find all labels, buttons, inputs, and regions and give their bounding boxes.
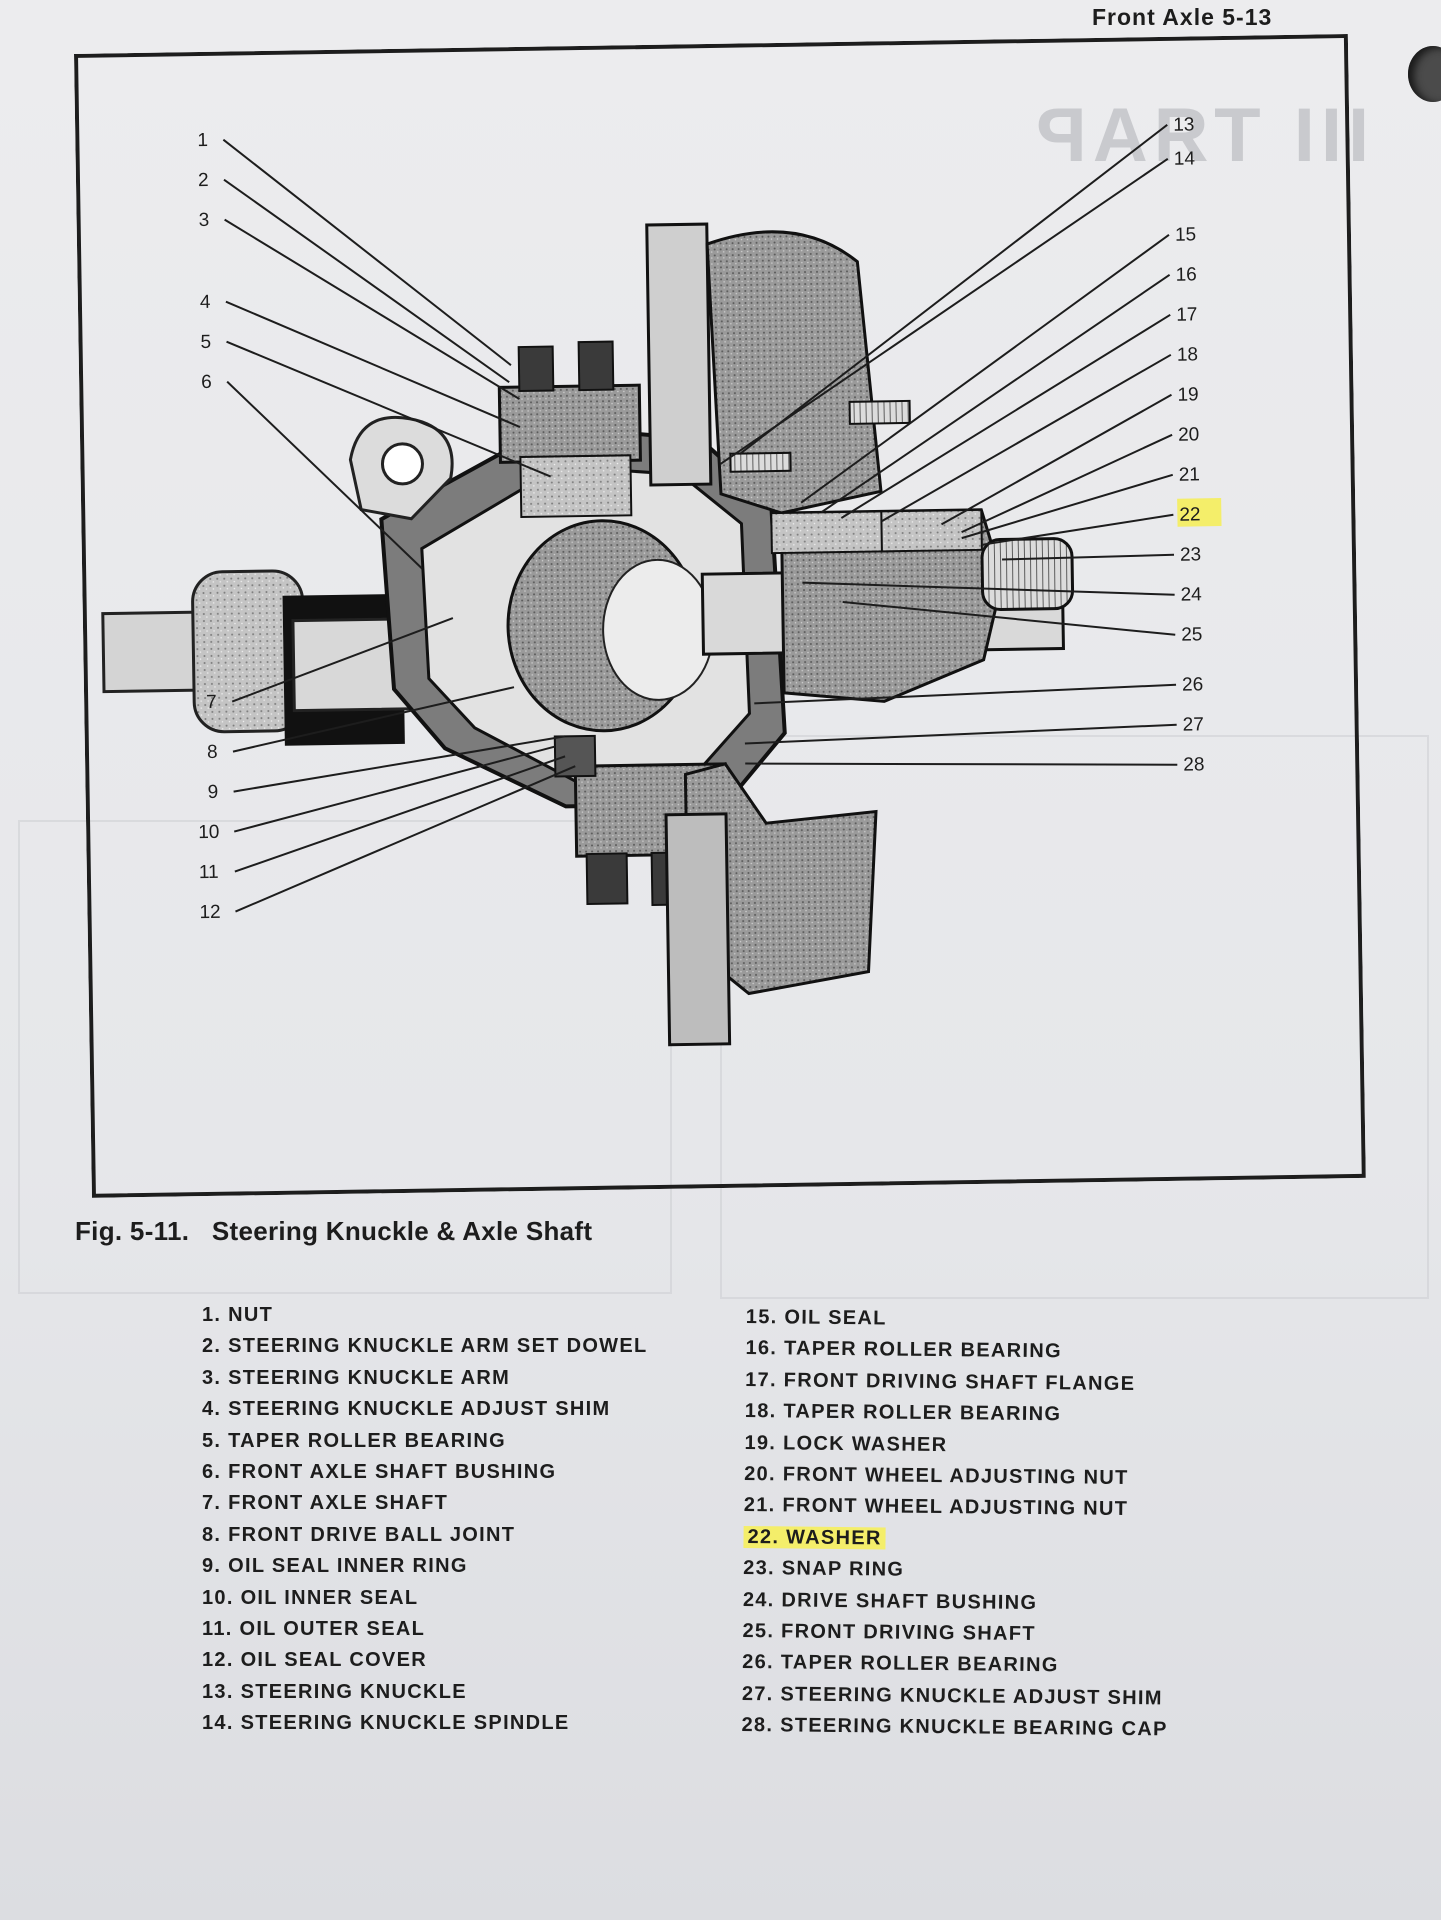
callout-4: 4 xyxy=(200,292,211,313)
assembly-drawing xyxy=(101,222,1075,1047)
parts-list-item: 26. TAPER ROLLER BEARING xyxy=(742,1651,1059,1677)
parts-list-item: 13. STEERING KNUCKLE xyxy=(202,1680,467,1703)
parts-list-item: 14. STEERING KNUCKLE SPINDLE xyxy=(202,1712,570,1735)
parts-list-item: 2. STEERING KNUCKLE ARM SET DOWEL xyxy=(202,1335,648,1358)
callout-10: 10 xyxy=(198,822,219,843)
parts-list-item: 4. STEERING KNUCKLE ADJUST SHIM xyxy=(202,1398,611,1421)
parts-list-item: 24. DRIVE SHAFT BUSHING xyxy=(742,1588,1038,1614)
callout-25: 25 xyxy=(1181,624,1202,645)
parts-list-item: 8. FRONT DRIVE BALL JOINT xyxy=(202,1523,516,1546)
parts-list-item: 19. LOCK WASHER xyxy=(744,1431,948,1456)
callout-17: 17 xyxy=(1176,304,1197,325)
callout-22: 22 xyxy=(1179,504,1200,525)
parts-list-item: 3. STEERING KNUCKLE ARM xyxy=(202,1366,511,1389)
parts-list-item: 12. OIL SEAL COVER xyxy=(202,1649,427,1672)
inner-hub-bearing xyxy=(770,510,893,555)
callout-27: 27 xyxy=(1183,714,1204,735)
callout-18: 18 xyxy=(1177,344,1198,365)
parts-list-item-highlighted: 22. WASHER xyxy=(743,1522,1169,1558)
parts-list-item: 17. FRONT DRIVING SHAFT FLANGE xyxy=(745,1368,1136,1395)
upper-nut-right xyxy=(577,340,615,392)
parts-list-item: 23. SNAP RING xyxy=(743,1557,905,1581)
callout-15: 15 xyxy=(1175,224,1196,245)
parts-list-item: 9. OIL SEAL INNER RING xyxy=(202,1555,468,1578)
callout-6: 6 xyxy=(201,372,212,393)
outer-hub-bearing xyxy=(880,508,983,553)
callout-19: 19 xyxy=(1177,384,1198,405)
callout-3: 3 xyxy=(198,210,209,231)
brake-backing-lower xyxy=(664,812,732,1047)
parts-list-item: 6. FRONT AXLE SHAFT BUSHING xyxy=(202,1461,557,1484)
callout-20: 20 xyxy=(1178,424,1199,445)
figure-caption: Fig. 5-11. Steering Knuckle & Axle Shaft xyxy=(75,1216,592,1247)
callout-13: 13 xyxy=(1173,114,1194,135)
parts-list-item: 11. OIL OUTER SEAL xyxy=(202,1618,426,1641)
callout-21: 21 xyxy=(1179,464,1200,485)
parts-list-item: 18. TAPER ROLLER BEARING xyxy=(744,1400,1062,1426)
callout-26: 26 xyxy=(1182,674,1203,695)
figure-border xyxy=(74,33,1366,1198)
callout-16: 16 xyxy=(1175,264,1196,285)
callout-22-highlight xyxy=(1177,498,1222,527)
callout-28: 28 xyxy=(1183,754,1204,775)
parts-list-item: 15. OIL SEAL xyxy=(745,1305,887,1330)
running-title: Front Axle 5-13 xyxy=(1092,4,1273,30)
figure-frame: 1 2 3 4 5 6 7 8 9 10 11 12 13 14 15 16 1… xyxy=(74,33,1366,1198)
parts-list-left: 1. NUT 2. STEERING KNUCKLE ARM SET DOWEL… xyxy=(202,1300,648,1740)
parts-list-item: 10. OIL INNER SEAL xyxy=(202,1586,419,1609)
callout-12: 12 xyxy=(199,902,220,923)
caption-title: Steering Knuckle & Axle Shaft xyxy=(211,1216,593,1246)
callout-24: 24 xyxy=(1180,584,1202,605)
upper-bearing-cap xyxy=(497,383,642,464)
parts-list-item: 5. TAPER ROLLER BEARING xyxy=(202,1429,506,1452)
parts-list-item: 20. FRONT WHEEL ADJUSTING NUT xyxy=(744,1463,1129,1490)
callout-14: 14 xyxy=(1174,148,1196,169)
parts-list-item: 28. STEERING KNUCKLE BEARING CAP xyxy=(741,1714,1168,1741)
caption-number: Fig. 5-11. xyxy=(75,1216,190,1246)
shaft-flange xyxy=(980,537,1075,612)
callout-5: 5 xyxy=(200,332,211,353)
wheel-stud xyxy=(848,399,911,425)
parts-list-item: 7. FRONT AXLE SHAFT xyxy=(202,1492,449,1515)
callout-2: 2 xyxy=(198,170,209,191)
parts-list-item: 25. FRONT DRIVING SHAFT xyxy=(742,1620,1036,1646)
callout-11: 11 xyxy=(199,862,219,883)
brake-backing-upper xyxy=(645,222,713,487)
callout-8: 8 xyxy=(207,742,218,763)
parts-list-item: 16. TAPER ROLLER BEARING xyxy=(745,1337,1063,1363)
upper-taper-bearing xyxy=(519,454,633,519)
callout-1: 1 xyxy=(197,130,208,151)
steering-knuckle-diagram: 1 2 3 4 5 6 7 8 9 10 11 12 13 14 15 16 1… xyxy=(74,33,1366,1198)
parts-list-item: 21. FRONT WHEEL ADJUSTING NUT xyxy=(743,1494,1129,1521)
parts-list-right: 15. OIL SEAL 16. TAPER ROLLER BEARING 17… xyxy=(741,1302,1172,1746)
upper-nut-left xyxy=(517,345,555,393)
show-through-frame-left xyxy=(18,820,672,1294)
callout-7: 7 xyxy=(206,692,217,713)
callout-leaders xyxy=(222,124,1178,913)
callout-23: 23 xyxy=(1180,544,1201,565)
callout-9: 9 xyxy=(207,782,218,803)
binder-hole xyxy=(1408,46,1441,102)
callout-numbers: 1 2 3 4 5 6 7 8 9 10 11 12 13 14 15 16 1… xyxy=(197,114,1204,923)
parts-list-item: 27. STEERING KNUCKLE ADJUST SHIM xyxy=(741,1682,1163,1710)
parts-list-item: 1. NUT xyxy=(202,1304,274,1326)
